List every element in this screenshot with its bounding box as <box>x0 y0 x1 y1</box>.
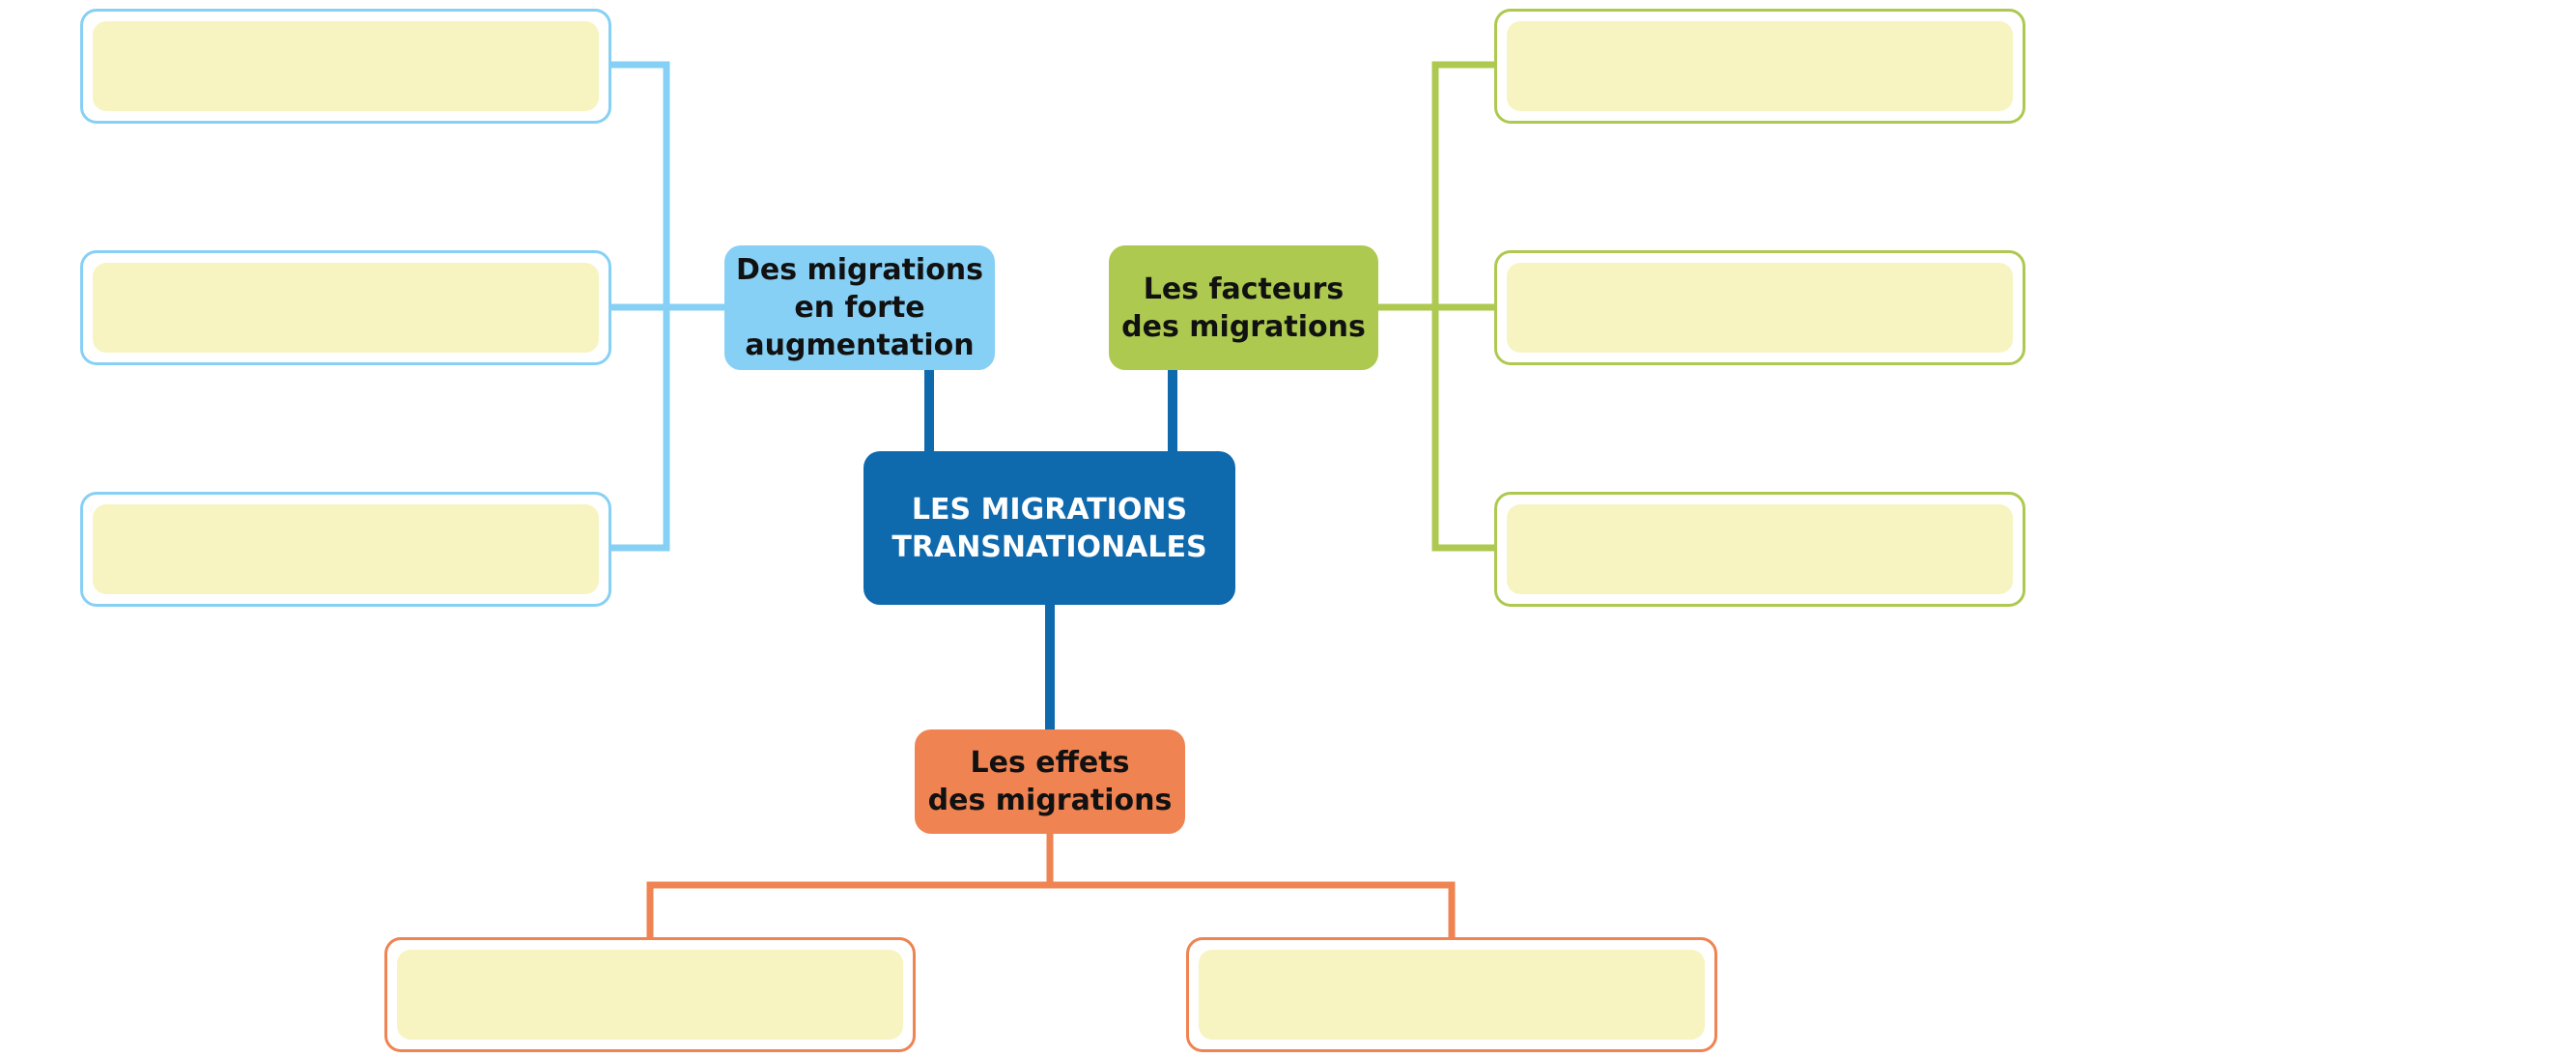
center-connectors <box>924 370 1177 729</box>
answer-box-augmentation-1[interactable] <box>80 9 611 124</box>
branch-effets-line-1: Les effets <box>970 746 1130 780</box>
branch-augmentation-line-1: Des migrations <box>735 253 984 287</box>
central-topic-line-2: TRANSNATIONALES <box>892 529 1207 564</box>
answer-box-facteurs-1[interactable] <box>1494 9 2025 124</box>
facteurs-bracket <box>1378 61 1494 552</box>
answer-field[interactable] <box>1507 263 2013 353</box>
central-topic: LES MIGRATIONS TRANSNATIONALES <box>863 451 1235 605</box>
augmentation-bracket <box>611 61 724 552</box>
answer-box-facteurs-2[interactable] <box>1494 250 2025 365</box>
branch-facteurs: Les facteurs des migrations <box>1109 245 1378 370</box>
answer-box-augmentation-2[interactable] <box>80 250 611 365</box>
branch-augmentation-line-3: augmentation <box>745 329 975 362</box>
answer-box-effets-2[interactable] <box>1186 937 1717 1052</box>
branch-facteurs-line-1: Les facteurs <box>1143 271 1345 306</box>
answer-field[interactable] <box>93 263 599 353</box>
answer-box-effets-1[interactable] <box>384 937 916 1052</box>
answer-field[interactable] <box>93 504 599 594</box>
branch-effets-line-2: des migrations <box>927 784 1173 817</box>
answer-field[interactable] <box>397 950 903 1040</box>
effets-bracket <box>646 834 1456 937</box>
answer-box-facteurs-3[interactable] <box>1494 492 2025 607</box>
answer-field[interactable] <box>1507 504 2013 594</box>
answer-field[interactable] <box>1507 21 2013 111</box>
branch-augmentation-line-2: en forte <box>794 291 925 325</box>
branch-facteurs-line-2: des migrations <box>1121 309 1366 344</box>
answer-field[interactable] <box>1199 950 1705 1040</box>
branch-augmentation: Des migrations en forte augmentation <box>724 245 995 370</box>
central-topic-line-1: LES MIGRATIONS <box>911 492 1188 527</box>
answer-box-augmentation-3[interactable] <box>80 492 611 607</box>
branch-effets: Les effets des migrations <box>915 729 1185 834</box>
answer-field[interactable] <box>93 21 599 111</box>
